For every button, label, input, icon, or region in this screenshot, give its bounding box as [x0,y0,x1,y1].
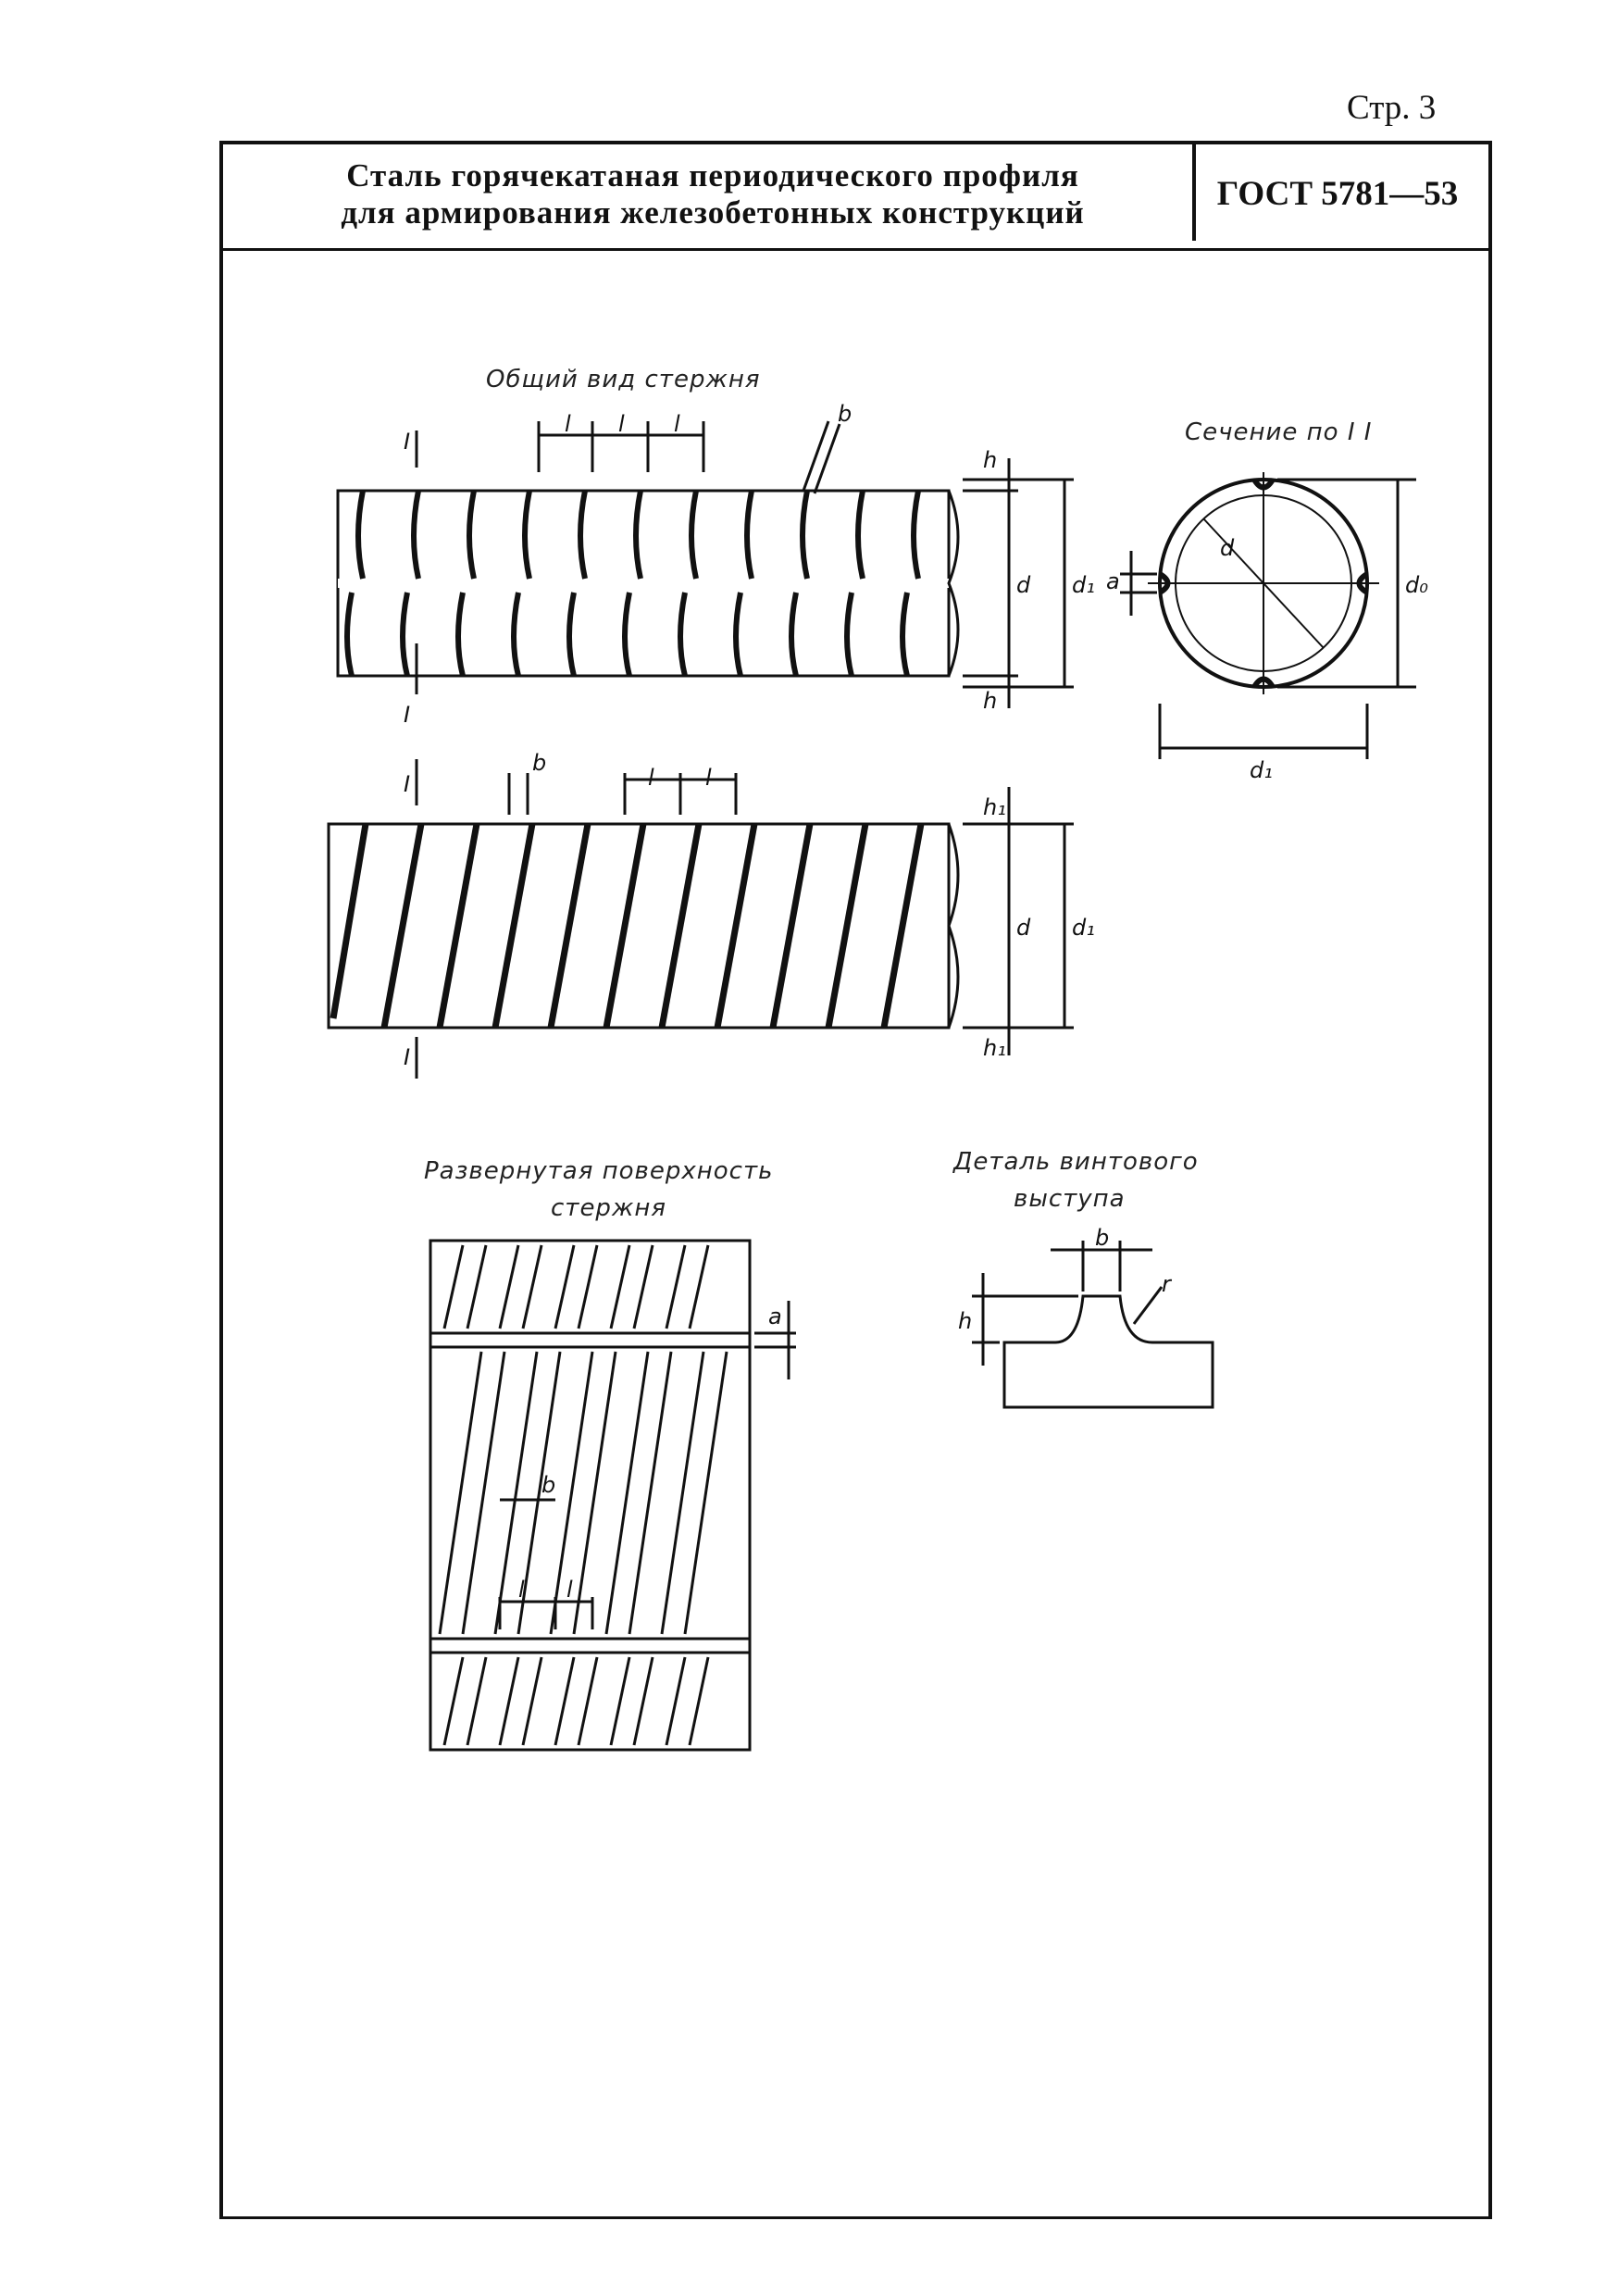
section-mark-top-2: I [404,771,410,797]
dim-h-detail: h [958,1308,972,1334]
dim-b-1: b [838,401,852,427]
dim-h1-top: h₁ [983,794,1006,820]
dim-h-bottom: h [983,688,997,714]
dim-d0: d₀ [1405,572,1428,598]
dim-b-unrolled: b [541,1472,555,1498]
header-divider [1192,141,1196,241]
cross-section: d d₀ d₁ a [1106,472,1428,783]
dim-l-unrolled-1: l [518,1577,525,1603]
dim-a-unrolled: a [768,1304,782,1329]
page-frame [219,141,1492,2219]
dim-l-3: l [674,411,680,437]
page-number: Стр. 3 [1347,89,1437,127]
caption-detail-1: Деталь винтового [953,1148,1199,1176]
header-rule [219,248,1492,251]
caption-general-view: Общий вид стержня [486,366,761,393]
dim-d1-1: d₁ [1072,572,1095,598]
dim-d-2: d [1016,915,1031,941]
dim-l-2: l [618,411,625,437]
section-mark-top: I [404,429,410,455]
dim-l-unrolled-2: l [566,1577,573,1603]
title-line-1: Сталь горячекатаная периодического профи… [346,157,1079,193]
dim-d1-section: d₁ [1250,757,1273,783]
dim-b-2: b [532,750,546,776]
standard-number: ГОСТ 5781—53 [1216,175,1459,213]
rib-detail: b h r [958,1225,1214,1409]
bar-helical-view: b l l h₁ h₁ d d₁ I I [327,750,1095,1079]
title-line-2: для армирования железобетонных конструкц… [341,194,1085,231]
dim-d1-2: d₁ [1072,915,1095,941]
dim-h-top: h [983,447,997,473]
dim-h1-bottom: h₁ [983,1035,1006,1061]
caption-detail-2: выступа [1014,1185,1126,1213]
dim-l-5: l [705,765,712,791]
dim-b-detail: b [1095,1225,1109,1251]
unrolled-surface: a b l l [429,1239,796,1752]
section-mark-bottom: I [404,702,410,728]
dim-d-section: d [1220,535,1235,561]
dim-d-1: d [1016,572,1031,598]
dim-l-4: l [648,765,654,791]
bar-general-view: l l l b h h d d₁ I I [336,401,1095,728]
caption-section: Сечение по I I [1185,418,1373,446]
caption-unrolled-1: Развернутая поверхность [424,1157,774,1185]
caption-unrolled-2: стержня [551,1194,667,1222]
section-mark-bottom-2: I [404,1044,410,1070]
dim-l-1: l [565,411,571,437]
document-title: Сталь горячекатаная периодического профи… [278,157,1148,231]
dim-a-section: a [1106,568,1120,594]
dim-r-detail: r [1162,1271,1173,1297]
